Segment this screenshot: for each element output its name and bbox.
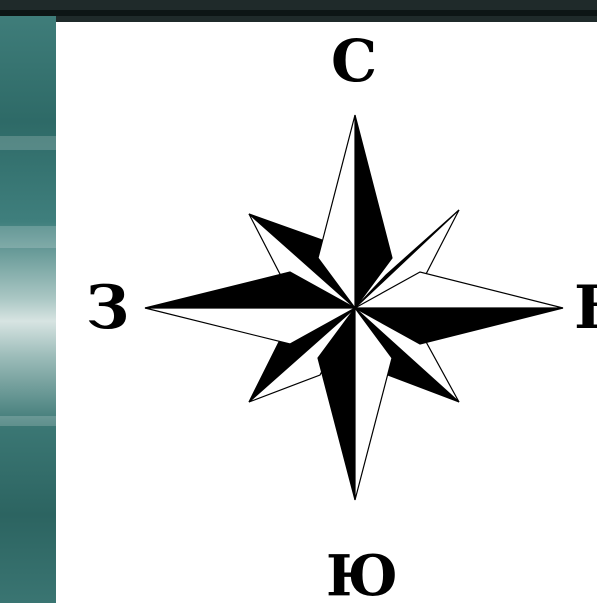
compass-label-north: С bbox=[331, 32, 377, 90]
compass-label-east: В bbox=[574, 278, 597, 338]
compass-label-west: З bbox=[86, 278, 129, 338]
compass-label-south: Ю bbox=[326, 548, 398, 603]
